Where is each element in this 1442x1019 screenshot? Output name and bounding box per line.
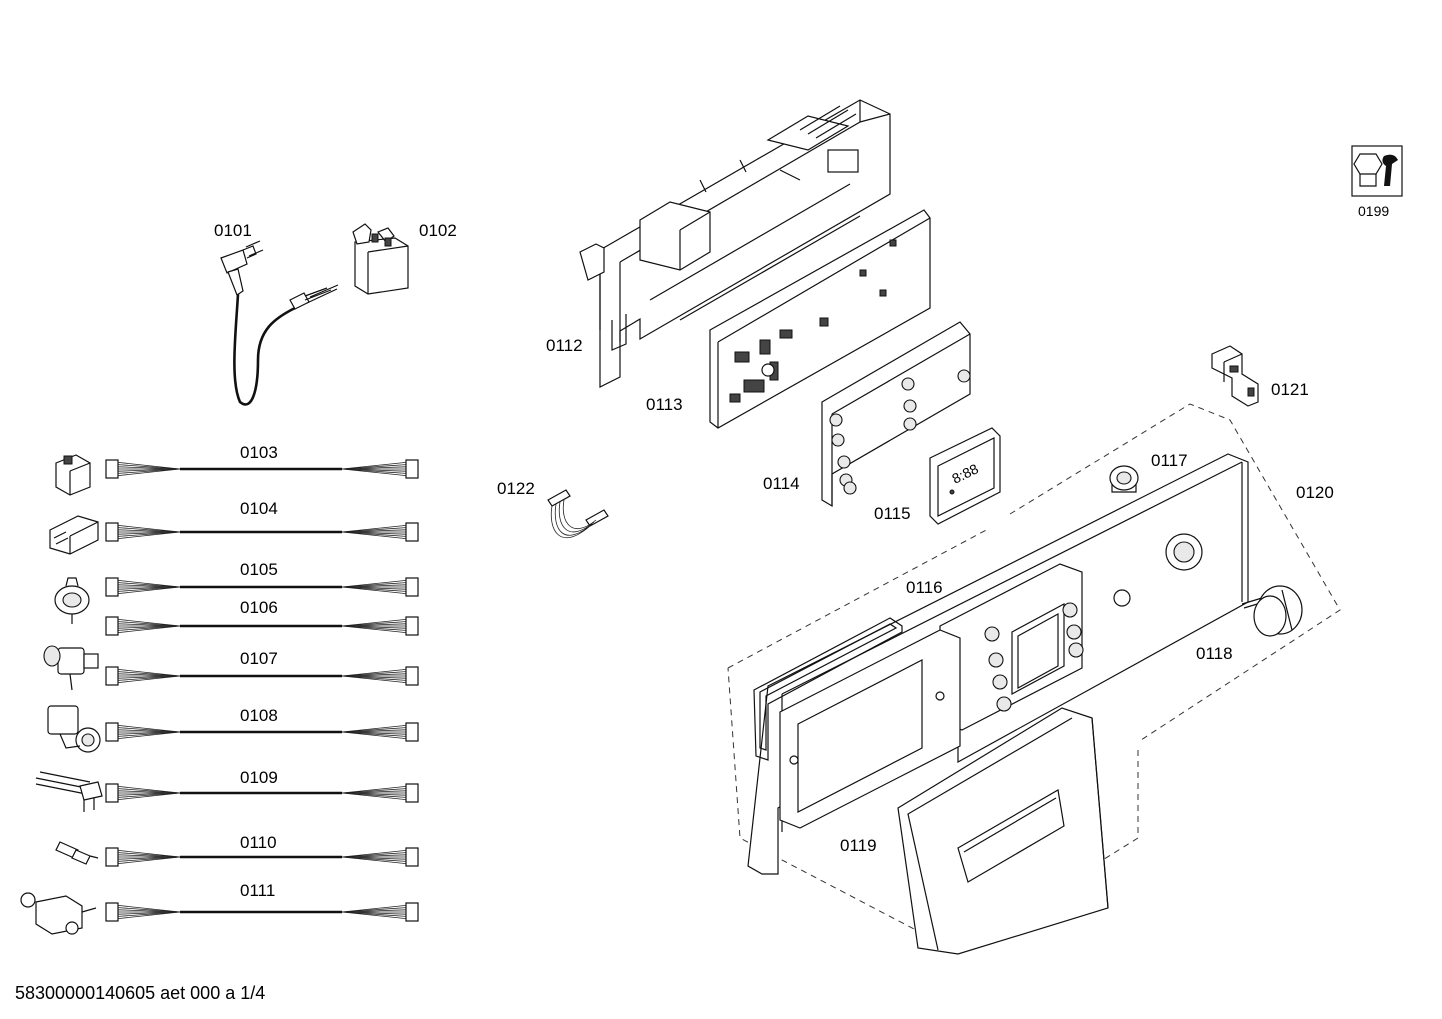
part-0102-interference-filter[interactable]: [352, 223, 409, 295]
push-button-knob: [992, 674, 1008, 690]
part-0113-control-pcb[interactable]: [709, 209, 931, 429]
label-0118: 0118: [1196, 644, 1233, 663]
label-0111: 0111: [240, 881, 275, 900]
label-0113: 0113: [646, 395, 683, 414]
part-0199-service-tool[interactable]: [1351, 145, 1403, 197]
component-pressure-switch-0105[interactable]: [54, 577, 90, 624]
push-button-knob: [957, 369, 971, 383]
label-0119: 0119: [840, 836, 877, 855]
push-button-knob: [1068, 642, 1084, 658]
push-button-knob: [843, 481, 857, 495]
part-0122-ribbon-cable[interactable]: [547, 489, 609, 539]
push-button-knob: [903, 399, 917, 413]
push-button-knob: [829, 413, 843, 427]
push-button-knob: [831, 433, 845, 447]
harness-0108[interactable]: [105, 722, 419, 742]
harness-0104[interactable]: [105, 522, 419, 542]
fascia-button-cluster: [984, 602, 1084, 712]
harness-0103[interactable]: [105, 459, 419, 479]
label-0121: 0121: [1271, 380, 1309, 399]
component-pump-0107[interactable]: [43, 645, 99, 691]
label-0105: 0105: [240, 560, 278, 579]
part-0119-dispenser-handle[interactable]: [897, 707, 1109, 955]
label-0110: 0110: [240, 833, 277, 852]
harness-group: [105, 459, 419, 922]
label-0115: 0115: [874, 504, 911, 523]
push-button-knob: [901, 377, 915, 391]
harness-0107[interactable]: [105, 666, 419, 686]
push-button-knob: [903, 417, 917, 431]
label-0106: 0106: [240, 598, 278, 617]
label-0109: 0109: [240, 768, 278, 787]
harness-0111[interactable]: [105, 902, 419, 922]
label-0114: 0114: [763, 474, 800, 493]
label-0117: 0117: [1151, 451, 1188, 470]
component-door-lock-0104[interactable]: [49, 515, 99, 555]
component-pump-0108[interactable]: [47, 705, 101, 753]
part-0117-button-cap[interactable]: [1109, 465, 1139, 493]
part-0121-mounting-clip[interactable]: [1211, 345, 1259, 407]
harness-0109[interactable]: [105, 783, 419, 803]
push-button-knob: [1062, 602, 1078, 618]
label-0122: 0122: [497, 479, 535, 498]
part-0118-rotary-knob[interactable]: [1241, 585, 1303, 637]
button-cluster: [829, 369, 971, 495]
part-0115-display-module[interactable]: 8:88: [929, 427, 1001, 525]
part-0120-fascia-panel[interactable]: [747, 453, 1249, 875]
push-button-knob: [996, 696, 1012, 712]
label-0108: 0108: [240, 706, 278, 725]
label-0102: 0102: [419, 221, 457, 240]
label-0120: 0120: [1296, 483, 1334, 502]
part-0116-seal-frame[interactable]: [753, 617, 903, 761]
part-0114-operating-pcb[interactable]: [821, 321, 971, 508]
push-button-knob: [984, 626, 1000, 642]
part-0112-module-housing[interactable]: [579, 99, 891, 388]
label-0104: 0104: [240, 499, 278, 518]
label-0103: 0103: [240, 443, 278, 462]
push-button-knob: [988, 652, 1004, 668]
label-0199: 0199: [1358, 203, 1389, 219]
harness-0110[interactable]: [105, 847, 419, 867]
component-door-lock-0103[interactable]: [55, 454, 91, 496]
push-button-knob: [837, 455, 851, 469]
component-valve-0111[interactable]: [20, 892, 97, 935]
label-0116: 0116: [906, 578, 943, 597]
harness-0106[interactable]: [105, 616, 419, 636]
component-sensor-0110[interactable]: [55, 841, 99, 865]
part-0101-power-cord[interactable]: [220, 240, 339, 406]
document-footer-code: 58300000140605 aet 000 a 1/4: [15, 983, 265, 1003]
component-heater-0109[interactable]: [35, 771, 103, 812]
label-0112: 0112: [546, 336, 583, 355]
label-0107: 0107: [240, 649, 278, 668]
push-button-knob: [1066, 624, 1082, 640]
harness-0105[interactable]: [105, 577, 419, 597]
label-0101: 0101: [214, 221, 252, 240]
